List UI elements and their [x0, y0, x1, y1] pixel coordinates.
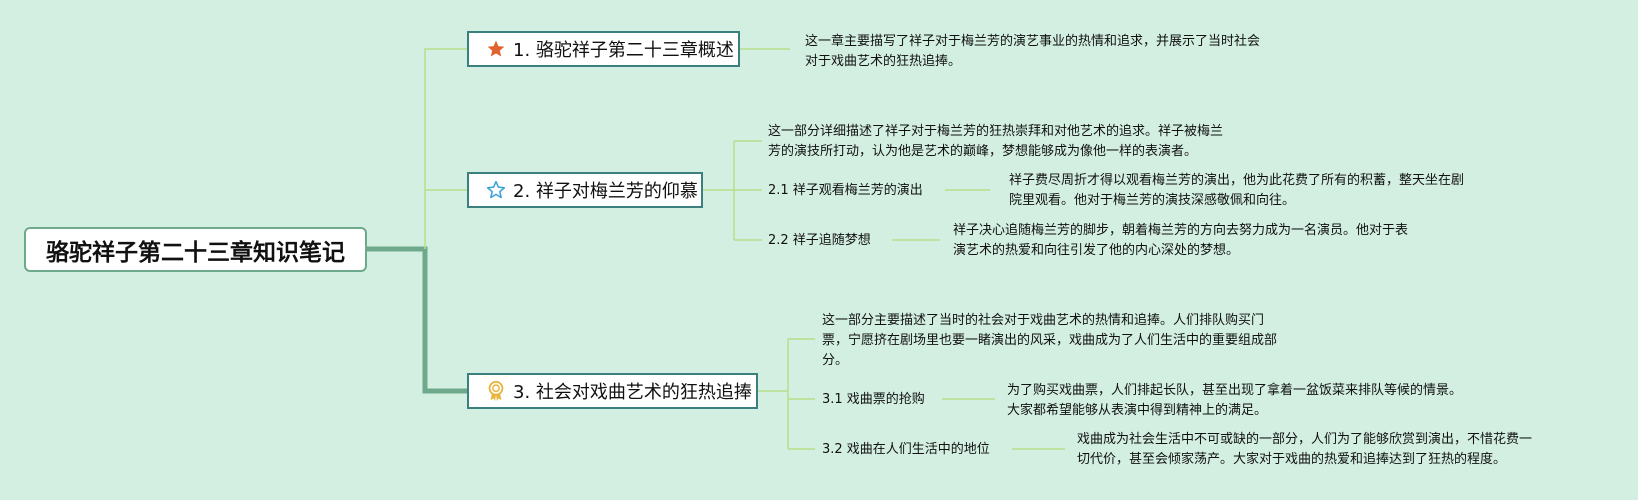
- topic3-connector: [757, 338, 815, 450]
- note-line: 切代价，甚至会倾家荡产。大家对于戏曲的热爱和追捧达到了狂热的程度。: [1077, 452, 1507, 467]
- subtopic-label: 2.1 祥子观看梅兰芳的演出: [768, 183, 923, 198]
- note-line: 祥子决心追随梅兰芳的脚步，朝着梅兰芳的方向去努力成为一名演员。他对于表: [953, 223, 1409, 238]
- award-ribbon-icon: [485, 380, 507, 402]
- topic-node-3[interactable]: 3. 社会对戏曲艺术的狂热追捧: [467, 373, 758, 409]
- note-line: 分。: [822, 353, 849, 368]
- topic-node-1[interactable]: 1. 骆驼祥子第二十三章概述: [467, 31, 740, 67]
- note-line: 演艺术的热爱和向往引发了他的内心深处的梦想。: [953, 243, 1240, 258]
- subtopic-label: 3.1 戏曲票的抢购: [822, 392, 925, 407]
- topic2-connector: [702, 140, 762, 241]
- note-line: 戏曲成为社会生活中不可或缺的一部分，人们为了能够欣赏到演出，不惜花费一: [1077, 432, 1533, 447]
- note-line: 对于戏曲艺术的狂热追捧。: [805, 54, 962, 69]
- note-line: 这一部分主要描述了当时的社会对于戏曲艺术的热情和追捧。人们排队购买门: [822, 313, 1265, 328]
- star-outline-icon: [485, 179, 507, 201]
- root-node[interactable]: 骆驼祥子第二十三章知识笔记: [24, 227, 367, 272]
- branch-connector-1: [424, 48, 468, 249]
- topic-node-2[interactable]: 2. 祥子对梅兰芳的仰慕: [467, 172, 703, 208]
- note-line: 祥子费尽周折才得以观看梅兰芳的演出，他为此花费了所有的积蓄，整天坐在剧: [1009, 173, 1465, 188]
- star-filled-icon: [485, 38, 507, 60]
- note-line: 这一部分详细描述了祥子对于梅兰芳的狂热崇拜和对他艺术的追求。祥子被梅兰: [768, 124, 1224, 139]
- subtopic-2-2-note: 祥子决心追随梅兰芳的脚步，朝着梅兰芳的方向去努力成为一名演员。他对于表 演艺术的…: [953, 221, 1473, 261]
- note-line: 这一章主要描写了祥子对于梅兰芳的演艺事业的热情和追求，并展示了当时社会: [805, 34, 1261, 49]
- topic-label: 1. 骆驼祥子第二十三章概述: [513, 40, 734, 61]
- subtopic-3-1-note: 为了购买戏曲票，人们排起长队，甚至出现了拿着一盆饭菜来排队等候的情景。 大家都希…: [1007, 381, 1527, 421]
- note-line: 大家都希望能够从表演中得到精神上的满足。: [1007, 403, 1268, 418]
- subtopic-3-1[interactable]: 3.1 戏曲票的抢购: [822, 390, 925, 410]
- note-line: 为了购买戏曲票，人们排起长队，甚至出现了拿着一盆饭菜来排队等候的情景。: [1007, 383, 1463, 398]
- subtopic-2-2[interactable]: 2.2 祥子追随梦想: [768, 231, 871, 251]
- note-line: 芳的演技所打动，认为他是艺术的巅峰，梦想能够成为像他一样的表演者。: [768, 144, 1198, 159]
- topic-label: 3. 社会对戏曲艺术的狂热追捧: [513, 382, 752, 403]
- trunk-connector: [367, 246, 468, 394]
- root-title: 骆驼祥子第二十三章知识笔记: [46, 239, 345, 266]
- subtopic-3-2[interactable]: 3.2 戏曲在人们生活中的地位: [822, 440, 990, 460]
- topic-3-note: 这一部分主要描述了当时的社会对于戏曲艺术的热情和追捧。人们排队购买门 票，宁愿挤…: [822, 311, 1322, 371]
- topic-1-note: 这一章主要描写了祥子对于梅兰芳的演艺事业的热情和追求，并展示了当时社会 对于戏曲…: [805, 32, 1325, 72]
- note-line: 票，宁愿挤在剧场里也要一睹演出的风采，戏曲成为了人们生活中的重要组成部: [822, 333, 1278, 348]
- subtopic-3-2-note: 戏曲成为社会生活中不可或缺的一部分，人们为了能够欣赏到演出，不惜花费一 切代价，…: [1077, 430, 1597, 470]
- subtopic-label: 3.2 戏曲在人们生活中的地位: [822, 442, 990, 457]
- topic-2-note: 这一部分详细描述了祥子对于梅兰芳的狂热崇拜和对他艺术的追求。祥子被梅兰 芳的演技…: [768, 122, 1268, 162]
- subtopic-label: 2.2 祥子追随梦想: [768, 233, 871, 248]
- subtopic-2-1-note: 祥子费尽周折才得以观看梅兰芳的演出，他为此花费了所有的积蓄，整天坐在剧 院里观看…: [1009, 171, 1529, 211]
- note-line: 院里观看。他对于梅兰芳的演技深感敬佩和向往。: [1009, 193, 1296, 208]
- topic-label: 2. 祥子对梅兰芳的仰慕: [513, 181, 698, 202]
- subtopic-2-1[interactable]: 2.1 祥子观看梅兰芳的演出: [768, 181, 923, 201]
